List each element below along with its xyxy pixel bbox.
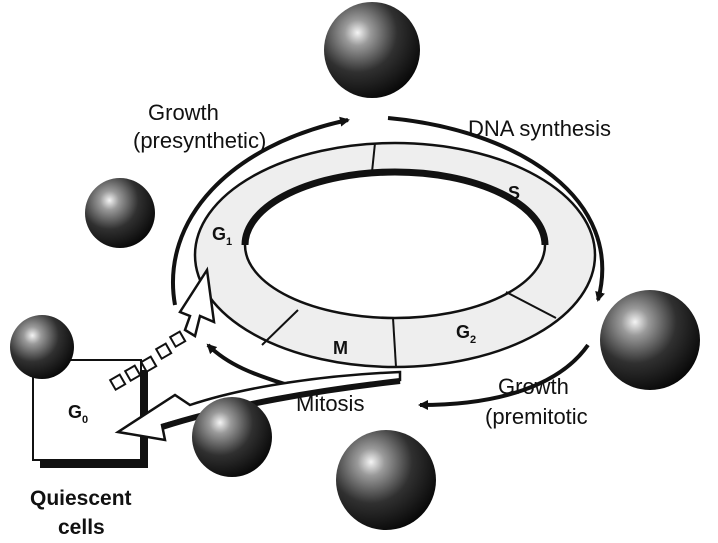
cell-sphere-top (324, 2, 420, 98)
cell-sphere-bottom (336, 430, 436, 530)
label-growth-pre-2: (presynthetic) (133, 128, 266, 153)
label-growth-post-2: (premitotic (485, 404, 588, 429)
phase-s: S (508, 183, 520, 203)
cell-sphere-lower (192, 397, 272, 477)
reentry-square-3 (141, 357, 156, 372)
label-mitosis: Mitosis (296, 391, 364, 416)
cell-sphere-left (85, 178, 155, 248)
reentry-square-5 (170, 332, 185, 347)
reentry-arrow (110, 270, 214, 390)
cycle-ring (195, 143, 595, 367)
reentry-square-4 (156, 344, 171, 359)
label-quiescent-1: Quiescent (30, 487, 132, 510)
phase-m: M (333, 338, 348, 358)
label-quiescent-2: cells (58, 516, 105, 539)
arrow-mitosis (208, 345, 288, 385)
reentry-arrowhead (180, 270, 214, 336)
label-growth-post-1: Growth (498, 374, 569, 399)
label-dna-synthesis: DNA synthesis (468, 116, 611, 141)
cell-sphere-right (600, 290, 700, 390)
label-growth-pre-1: Growth (148, 100, 219, 125)
cell-sphere-g0 (10, 315, 74, 379)
